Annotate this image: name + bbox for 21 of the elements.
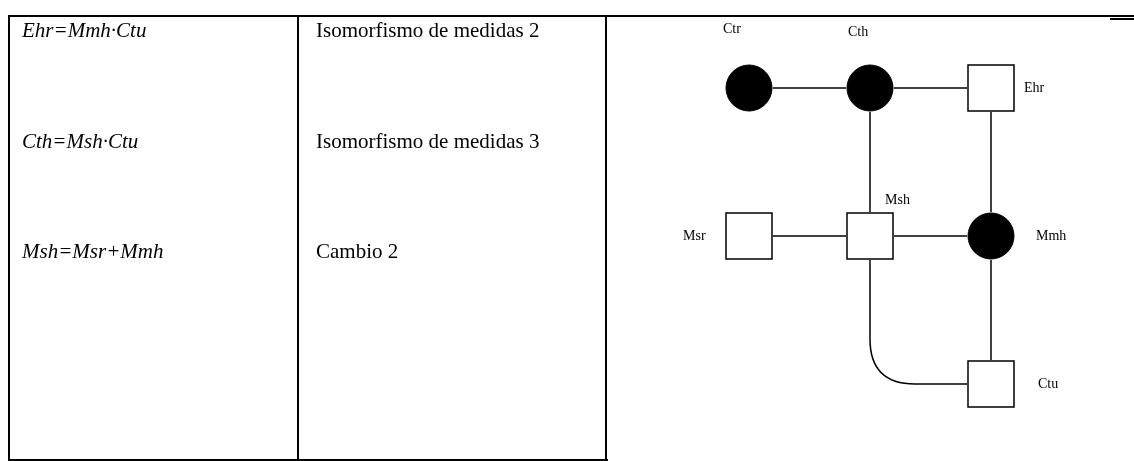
connector-line — [990, 111, 992, 213]
node-name-label: Msh — [885, 192, 910, 208]
node-name-label: Ctu — [1038, 376, 1059, 392]
node-name-label: Cth — [848, 24, 869, 40]
description-text: Isomorfismo de medidas 2 — [316, 17, 541, 43]
connector-line — [772, 235, 847, 237]
formula-text: Ehr=Mmh·Ctu — [22, 17, 148, 43]
connector-line — [893, 87, 968, 89]
connector-line — [772, 87, 847, 89]
connector-line — [869, 259, 968, 385]
formula-text: Cth=Msh·Ctu — [22, 128, 140, 154]
node-name-label: Ctr — [723, 21, 741, 37]
node-name-label: Ehr — [1024, 80, 1045, 96]
formula-text: Msh=Msr+Mmh — [22, 238, 165, 264]
connector-line — [869, 111, 871, 213]
description-text: Isomorfismo de medidas 3 — [316, 128, 541, 154]
node-name-label: Mmh — [1036, 228, 1067, 244]
node-name-label: Msr — [683, 228, 706, 244]
connector-line — [990, 259, 992, 361]
connector-line — [893, 235, 968, 237]
description-text: Cambio 2 — [316, 238, 400, 264]
